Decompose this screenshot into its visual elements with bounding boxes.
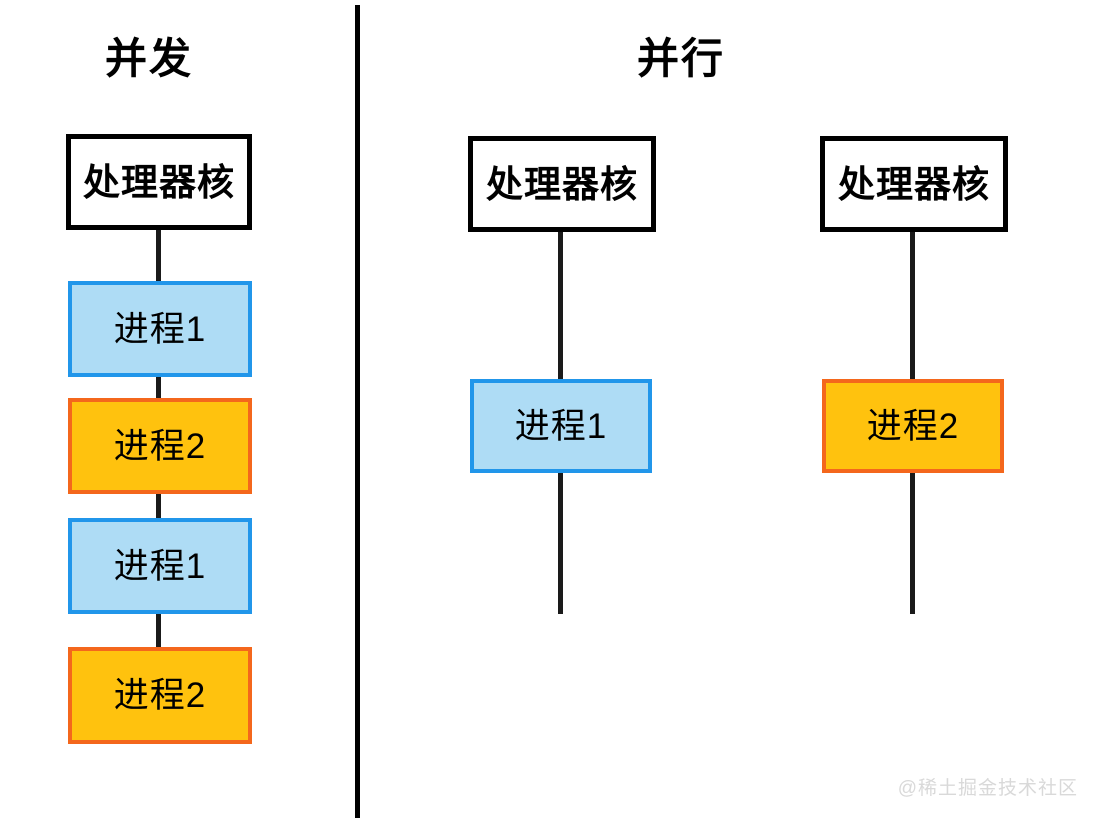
page-title-parallel: 并行 <box>637 35 726 82</box>
concurrency-process-box-1: 进程1 <box>68 281 252 377</box>
parallel-process-box-2: 进程2 <box>822 379 1004 473</box>
page-title-concurrency: 并发 <box>105 35 194 82</box>
concurrency-process-label-1: 进程1 <box>113 309 207 349</box>
connector-process-2-to-3 <box>156 494 161 518</box>
parallel-process-label-1: 进程1 <box>514 406 608 446</box>
concurrency-process-box-2: 进程2 <box>68 398 252 494</box>
parallel-processor-core-label-2: 处理器核 <box>838 163 990 205</box>
watermark: @稀土掘金技术社区 <box>897 778 1078 799</box>
connector-core-to-process-1 <box>156 230 161 282</box>
concurrency-process-label-3: 进程1 <box>113 546 207 586</box>
parallel-processor-core-box-2: 处理器核 <box>820 136 1008 232</box>
concurrency-process-box-4: 进程2 <box>68 647 252 744</box>
parallel-process-box-1: 进程1 <box>470 379 652 473</box>
parallel-processor-core-box-1: 处理器核 <box>468 136 656 232</box>
connector-process-1-to-2 <box>156 377 161 399</box>
connector-process-3-to-4 <box>156 614 161 648</box>
parallel-processor-core-label-1: 处理器核 <box>486 163 638 205</box>
concurrency-process-label-4: 进程2 <box>113 676 207 715</box>
concurrency-processor-core-box: 处理器核 <box>66 134 252 230</box>
concurrency-process-box-3: 进程1 <box>68 518 252 614</box>
parallel-process-label-2: 进程2 <box>866 406 960 446</box>
concurrency-process-label-2: 进程2 <box>113 426 207 466</box>
panel-divider <box>355 5 360 818</box>
concurrency-processor-core-label: 处理器核 <box>83 161 235 203</box>
